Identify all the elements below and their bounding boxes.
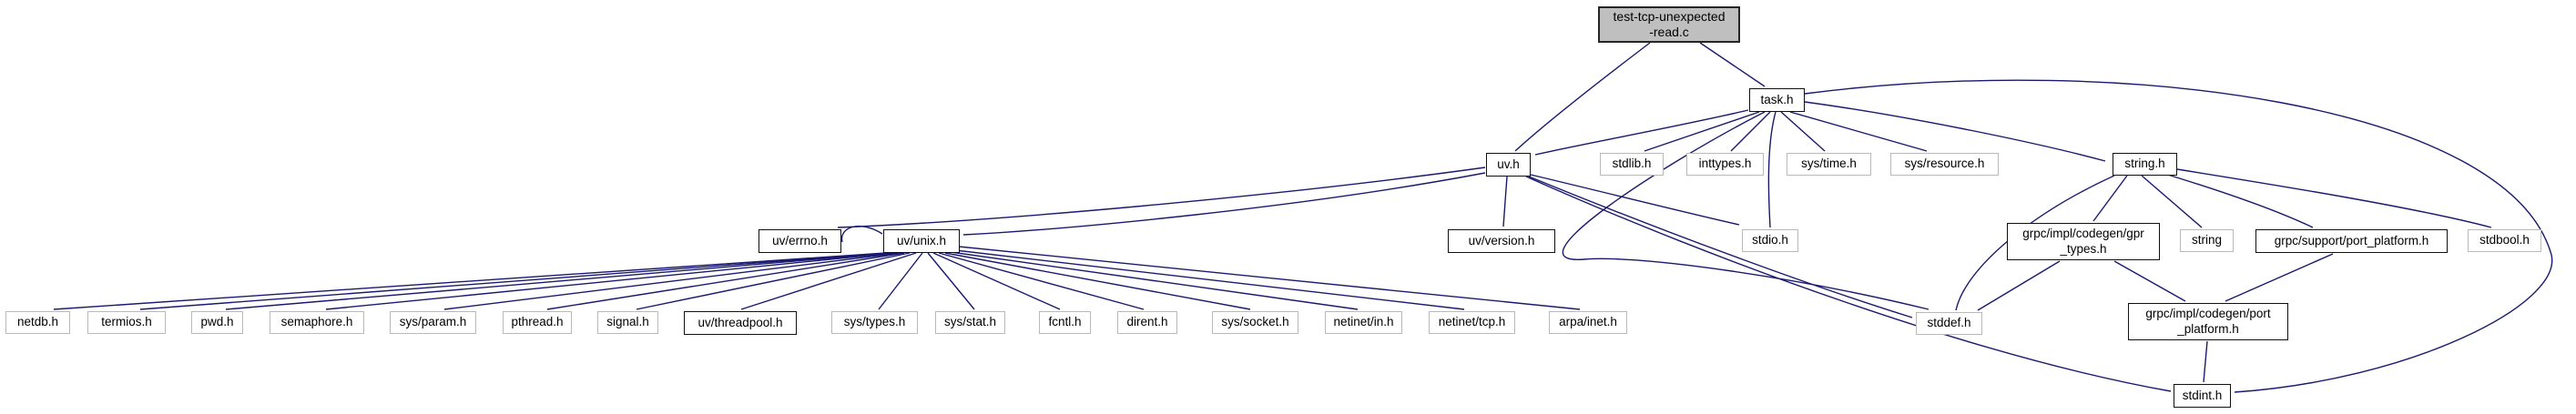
- node-grpc-impl-codegen-port-platform-h[interactable]: grpc/impl/codegen/port _platform.h: [2128, 303, 2288, 340]
- node-semaphore-h: semaphore.h: [270, 311, 364, 334]
- edge-uv-unix-h-to-uv-threadpool-h: [740, 252, 917, 310]
- node-uv-threadpool-h[interactable]: uv/threadpool.h: [684, 311, 797, 335]
- node-sys-socket-h: sys/socket.h: [1212, 311, 1298, 334]
- node-stdint-h[interactable]: stdint.h: [2174, 384, 2231, 408]
- edge-uv-unix-h-to-netinet-in-h: [950, 251, 1359, 310]
- node-arpa-inet-h: arpa/inet.h: [1549, 311, 1627, 334]
- node-task-h[interactable]: task.h: [1749, 88, 1805, 112]
- node-netinet-in-h: netinet/in.h: [1325, 311, 1402, 334]
- node-uv-unix-h[interactable]: uv/unix.h: [883, 229, 960, 253]
- node-sys-time-h: sys/time.h: [1787, 153, 1871, 176]
- node-stdio-h: stdio.h: [1742, 229, 1798, 252]
- node-netinet-tcp-h: netinet/tcp.h: [1429, 311, 1515, 334]
- node-sys-types-h: sys/types.h: [831, 311, 918, 334]
- edge-task-h-to-inttypes-h: [1730, 111, 1771, 152]
- node-grpc-impl-codegen-gpr-types-h[interactable]: grpc/impl/codegen/gpr _types.h: [2007, 223, 2160, 260]
- edge-grpc-impl-codegen-port-platform-h-to-stdint-h: [2203, 340, 2208, 383]
- edge-uv-unix-h-to-sys-types-h: [878, 252, 923, 310]
- node-stddef-h: stddef.h: [1916, 312, 1982, 335]
- edge-uv-unix-h-to-semaphore-h: [325, 252, 896, 310]
- edge-task-h-to-stdlib-h: [1644, 111, 1760, 152]
- edge-grpc-impl-codegen-gpr-types-h-to-grpc-impl-codegen-port-platform-h: [2113, 260, 2186, 302]
- edge-task-h-to-string-h: [1804, 101, 2106, 162]
- edge-uv-unix-h-to-fcntl-h: [932, 252, 1061, 310]
- edge-task-h-to-sys-time-h: [1780, 111, 1826, 152]
- edge-uv-unix-h-to-pthread-h: [546, 252, 905, 310]
- node-signal-h: signal.h: [597, 311, 658, 334]
- node-fcntl-h: fcntl.h: [1039, 311, 1091, 334]
- node-test-tcp-unexpected-read-c[interactable]: test-tcp-unexpected -read.c: [1598, 6, 1740, 43]
- node-pwd-h: pwd.h: [191, 311, 243, 334]
- edge-uv-unix-h-to-netinet-tcp-h: [954, 249, 1465, 310]
- edge-test-tcp-unexpected-read-c-to-uv-h: [1514, 42, 1651, 152]
- node-dirent-h: dirent.h: [1117, 311, 1177, 334]
- node-netdb-h: netdb.h: [5, 311, 70, 334]
- node-uv-h[interactable]: uv.h: [1486, 153, 1531, 177]
- edge-string-h-to-grpc-support-port-platform-h: [2161, 172, 2314, 228]
- node-uv-version-h[interactable]: uv/version.h: [1448, 229, 1555, 253]
- edge-uv-h-to-uv-version-h: [1502, 176, 1508, 227]
- node-stdlib-h: stdlib.h: [1600, 153, 1664, 176]
- node-grpc-support-port-platform-h[interactable]: grpc/support/port_platform.h: [2255, 229, 2448, 253]
- edge-uv-unix-h-to-uv-errno-h: [840, 225, 883, 243]
- edge-uv-unix-h-to-pwd-h: [225, 252, 892, 310]
- node-inttypes-h: inttypes.h: [1686, 153, 1764, 176]
- node-pthread-h: pthread.h: [503, 311, 572, 334]
- edge-task-h-to-stddef-h: [1562, 111, 1929, 310]
- edge-grpc-support-port-platform-h-to-grpc-impl-codegen-port-platform-h: [2225, 253, 2334, 302]
- node-stdbool-h: stdbool.h: [2468, 229, 2541, 252]
- edge-task-h-to-sys-resource-h: [1789, 111, 1928, 152]
- edge-uv-unix-h-to-termios-h: [139, 252, 890, 310]
- edge-uv-unix-h-to-arpa-inet-h: [958, 246, 1581, 310]
- edge-uv-unix-h-to-dirent-h: [938, 252, 1145, 310]
- edge-task-h-to-stdio-h: [1767, 111, 1777, 228]
- edge-uv-h-to-stdint-h: [1525, 176, 2172, 392]
- edge-uv-unix-h-to-netdb-h: [53, 252, 887, 310]
- edge-string-h-to-string: [2141, 175, 2203, 228]
- node-sys-resource-h: sys/resource.h: [1890, 153, 1999, 176]
- node-uv-errno-h[interactable]: uv/errno.h: [759, 229, 841, 253]
- edge-uv-unix-h-to-sys-stat-h: [927, 252, 975, 310]
- edge-test-tcp-unexpected-read-c-to-task-h: [1699, 42, 1766, 87]
- edge-string-h-to-stdbool-h: [2176, 168, 2492, 228]
- edge-uv-h-to-uv-errno-h: [837, 167, 1486, 228]
- edge-task-h-to-stdint-h: [1804, 79, 2553, 393]
- edge-uv-unix-h-to-sys-param-h: [443, 252, 901, 310]
- node-sys-param-h: sys/param.h: [390, 311, 476, 334]
- edge-task-h-to-uv-h: [1534, 109, 1749, 156]
- node-termios-h: termios.h: [87, 311, 166, 334]
- node-string-h[interactable]: string.h: [2113, 153, 2177, 176]
- edge-grpc-impl-codegen-gpr-types-h-to-stddef-h: [1977, 260, 2061, 311]
- edge-uv-unix-h-to-sys-socket-h: [944, 252, 1251, 310]
- edge-uv-h-to-uv-unix-h: [962, 172, 1486, 236]
- node-sys-stat-h: sys/stat.h: [935, 311, 1005, 334]
- edge-uv-h-to-stddef-h: [1528, 176, 1913, 318]
- edge-string-h-to-grpc-impl-codegen-gpr-types-h: [2092, 175, 2128, 222]
- edge-uv-h-to-stdio-h: [1530, 174, 1740, 226]
- node-string: string: [2180, 229, 2234, 252]
- edge-uv-unix-h-to-signal-h: [636, 252, 911, 310]
